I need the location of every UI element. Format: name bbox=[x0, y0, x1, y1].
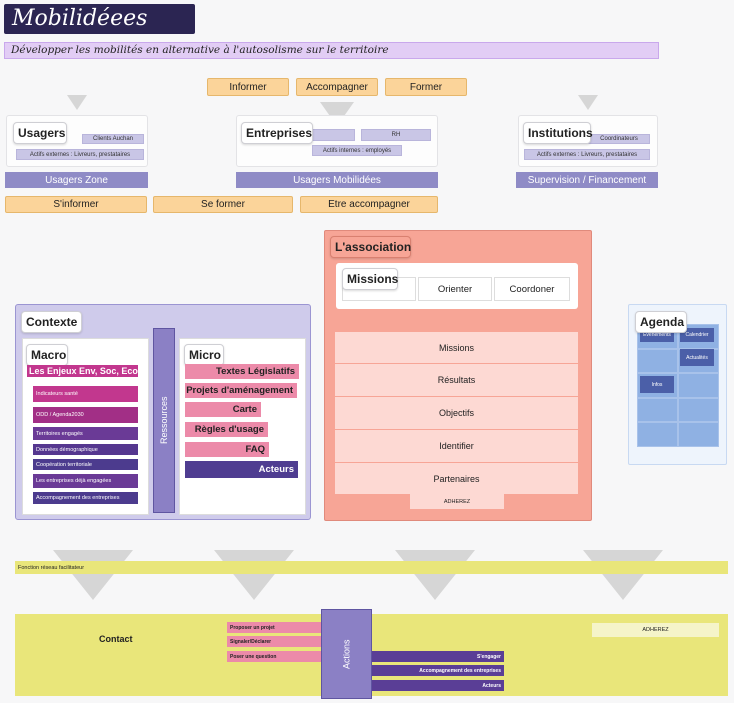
infos-button[interactable]: Infos bbox=[640, 376, 674, 393]
calendar-cell bbox=[678, 373, 719, 398]
missions-label: Missions bbox=[342, 268, 398, 290]
entreprises-label: Entreprises bbox=[241, 122, 313, 144]
assoc-row-identifier[interactable]: Identifier bbox=[335, 430, 578, 462]
macro-item[interactable]: Accompagnement des entreprises bbox=[33, 492, 138, 504]
arrow-down-icon bbox=[583, 550, 663, 600]
actions-bar[interactable]: Actions bbox=[321, 609, 372, 699]
actualites-button[interactable]: Actualités bbox=[680, 349, 714, 366]
assoc-row-objectifs[interactable]: Objectifs bbox=[335, 397, 578, 429]
calendrier-button[interactable]: Calendrier bbox=[680, 328, 714, 342]
ressources-label: Ressources bbox=[159, 396, 169, 445]
assoc-row-resultats[interactable]: Résultats bbox=[335, 364, 578, 396]
macro-item[interactable]: ODD / Agenda2030 bbox=[33, 407, 138, 423]
macro-item[interactable]: Les entreprises déjà engagées bbox=[33, 474, 138, 488]
ressources-bar[interactable]: Ressources bbox=[153, 328, 175, 513]
agenda-label: Agenda bbox=[635, 311, 687, 333]
arrow-down-icon bbox=[214, 550, 294, 600]
contact-item-question[interactable]: Poser une question bbox=[227, 651, 323, 662]
orienter-cell[interactable]: Orienter bbox=[418, 277, 492, 301]
micro-item[interactable]: Projets d'aménagement bbox=[185, 383, 297, 398]
contexte-label: Contexte bbox=[21, 311, 82, 333]
contact-label: Contact bbox=[99, 634, 133, 644]
arrow-down-icon bbox=[53, 550, 133, 600]
action-former[interactable]: Former bbox=[385, 78, 467, 96]
contact-item-accompagnement[interactable]: Accompagnement des entreprises bbox=[369, 665, 504, 676]
contact-adherez-button[interactable]: ADHEREZ bbox=[592, 623, 719, 637]
calendar-cell bbox=[678, 397, 719, 423]
page-subtitle: Développer les mobilités en alternative … bbox=[4, 42, 659, 59]
macro-item[interactable]: Territoires engagés bbox=[33, 427, 138, 440]
usagers-tag: Actifs externes : Livreurs, prestataires bbox=[16, 149, 144, 160]
calendar-cell bbox=[637, 397, 678, 423]
entreprises-tag: Actifs internes : employés bbox=[312, 145, 402, 156]
assoc-row-missions[interactable]: Missions bbox=[335, 332, 578, 363]
page-title: Mobilidéees bbox=[4, 4, 195, 34]
association-label: L'association bbox=[330, 236, 411, 258]
arrow-down-icon bbox=[395, 550, 475, 600]
macro-heading: Les Enjeux Env, Soc, Eco bbox=[27, 365, 138, 377]
macro-item[interactable]: Coopération territoriale bbox=[33, 459, 138, 470]
micro-item[interactable]: Acteurs bbox=[185, 461, 298, 478]
macro-item[interactable]: Données démographique bbox=[33, 444, 138, 455]
institutions-tag: Coordinateurs bbox=[588, 134, 650, 144]
calendar-cell bbox=[678, 422, 719, 447]
macro-label: Macro bbox=[26, 344, 68, 366]
coordoner-cell[interactable]: Coordoner bbox=[494, 277, 570, 301]
institutions-label: Institutions bbox=[523, 122, 593, 144]
usagers-label: Usagers bbox=[13, 122, 67, 144]
assoc-row-partenaires[interactable]: Partenaires bbox=[335, 463, 578, 494]
contact-item-signaler[interactable]: Signaler/Déclarer bbox=[227, 636, 323, 647]
micro-label: Micro bbox=[184, 344, 224, 366]
adherez-button[interactable]: ADHEREZ bbox=[410, 494, 504, 509]
calendar-cell bbox=[637, 348, 678, 374]
arrow-down-icon bbox=[67, 95, 87, 110]
micro-item[interactable]: Textes Législatifs bbox=[185, 364, 299, 379]
contact-item-sengager[interactable]: S'engager bbox=[369, 651, 504, 662]
action-etre-accompagner[interactable]: Etre accompagner bbox=[300, 196, 438, 213]
action-seformer[interactable]: Se former bbox=[153, 196, 293, 213]
micro-item[interactable]: Carte bbox=[185, 402, 261, 417]
usagers-bar[interactable]: Usagers Zone bbox=[5, 172, 148, 188]
entreprises-tag: RH bbox=[361, 129, 431, 141]
action-informer[interactable]: Informer bbox=[207, 78, 289, 96]
calendar-cell bbox=[637, 422, 678, 447]
institutions-bar[interactable]: Supervision / Financement bbox=[516, 172, 658, 188]
entreprises-tag bbox=[312, 129, 355, 141]
institutions-tag: Actifs externes : Livreurs, prestataires bbox=[524, 149, 650, 160]
arrow-down-icon bbox=[578, 95, 598, 110]
action-sinformer[interactable]: S'informer bbox=[5, 196, 147, 213]
micro-item[interactable]: FAQ bbox=[185, 442, 269, 457]
macro-item[interactable]: Indicateurs santé bbox=[33, 386, 138, 402]
contact-item-acteurs[interactable]: Acteurs bbox=[369, 680, 504, 691]
micro-item[interactable]: Règles d'usage bbox=[185, 422, 268, 437]
usagers-tag: Clients Auchan bbox=[82, 134, 144, 144]
contact-item-proposer[interactable]: Proposer un projet bbox=[227, 622, 323, 633]
reseau-bar: Fonction réseau facilitateur bbox=[15, 561, 728, 574]
action-accompagner[interactable]: Accompagner bbox=[296, 78, 378, 96]
actions-label: Actions bbox=[341, 639, 352, 669]
entreprises-bar[interactable]: Usagers Mobilidées bbox=[236, 172, 438, 188]
